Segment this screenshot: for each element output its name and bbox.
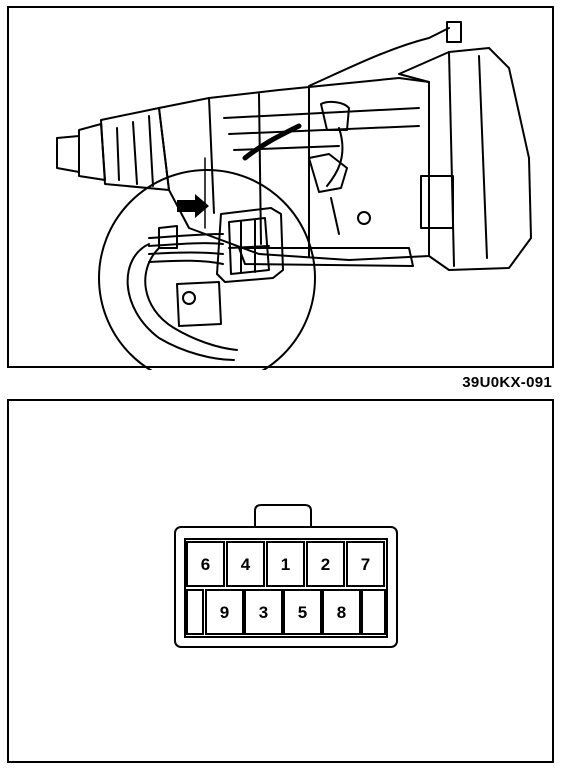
bell-housing [398, 47, 532, 271]
main-case [158, 77, 430, 261]
upper-harness [308, 27, 450, 87]
pin-label-5: 5 [298, 603, 307, 622]
zoom-circle [98, 169, 316, 370]
output-shaft [56, 135, 80, 173]
pin-cell-1 [266, 541, 305, 587]
pin-cell-2 [306, 541, 345, 587]
connector-pinout-diagram: 6 4 1 2 7 9 3 5 8 [174, 504, 398, 648]
pin-cell-3 [244, 589, 283, 635]
pin-cell-7 [346, 541, 385, 587]
oil-pan [238, 247, 414, 267]
pin-label-8: 8 [337, 603, 346, 622]
transmission-illustration-panel [7, 6, 554, 370]
pin-label-6: 6 [201, 555, 210, 574]
connector-inner-frame [184, 538, 388, 638]
pin-cell-4 [226, 541, 265, 587]
pin-label-1: 1 [281, 555, 290, 574]
transmission-illustration [56, 21, 532, 370]
pin-label-9: 9 [220, 603, 229, 622]
figure-code: 39U0KX-091 [462, 374, 552, 391]
pin-cell-6 [186, 541, 225, 587]
pin-label-2: 2 [321, 555, 330, 574]
arrow-right-icon [177, 194, 209, 218]
connector-housing [174, 526, 398, 648]
pin-label-3: 3 [259, 603, 268, 622]
pin-cell-8 [322, 589, 361, 635]
connector-lock-tab [254, 504, 312, 527]
zoomed-connector [216, 207, 284, 283]
pin-cells: 6 4 1 2 7 9 3 5 8 [186, 541, 386, 635]
pin-cell-9 [205, 589, 244, 635]
pin-label-7: 7 [361, 555, 370, 574]
pin-cell-blank-left [186, 589, 204, 635]
pin-cell-5 [283, 589, 322, 635]
pin-label-4: 4 [241, 555, 251, 574]
pin-cell-blank-right [361, 589, 386, 635]
connector-pinout-panel: 6 4 1 2 7 9 3 5 8 [7, 399, 554, 763]
